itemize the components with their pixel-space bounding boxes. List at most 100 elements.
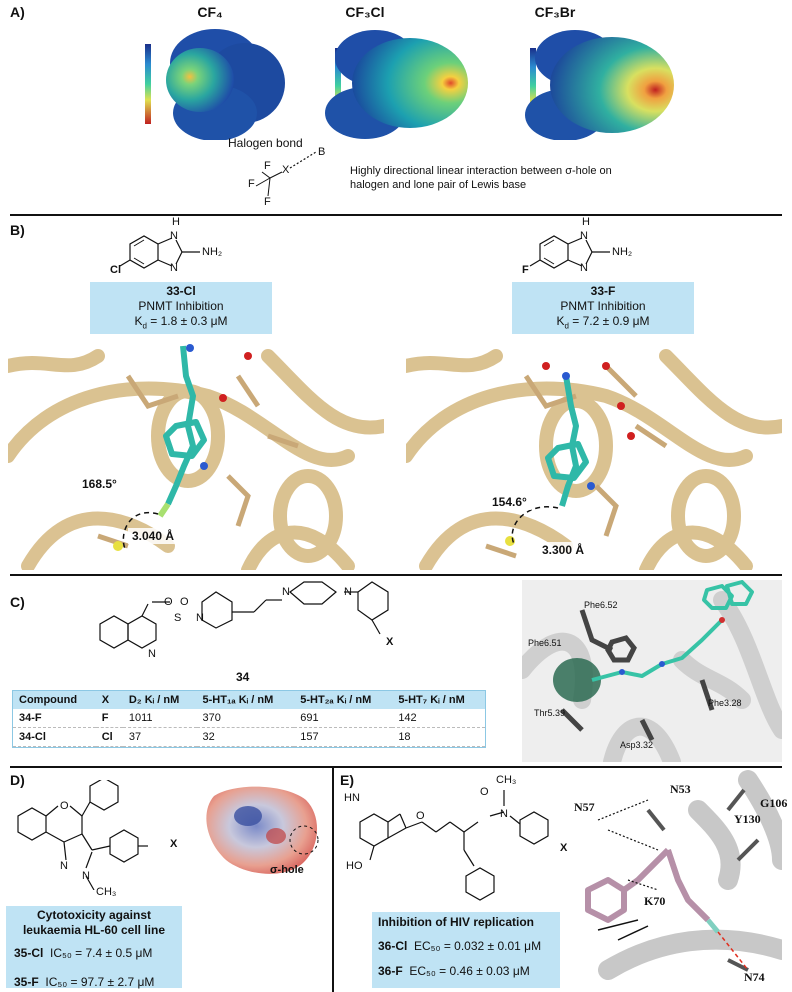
cf3cl-title: CF₃Cl <box>345 4 385 20</box>
ki-header-0: Compound <box>19 694 78 706</box>
35cl-row: 35-Cl IC₅₀ = 7.4 ± 0.5 μM <box>14 946 153 960</box>
panel-c-label: C) <box>10 594 25 610</box>
res-phe651: Phe6.51 <box>528 638 562 648</box>
table-cell: 34-F <box>19 712 42 724</box>
table-cell: 32 <box>202 731 215 743</box>
33cl-n2: N <box>170 262 178 274</box>
35-x: X <box>170 838 178 850</box>
table-cell: 1011 <box>128 712 153 724</box>
pnmt-33f-render <box>406 336 782 570</box>
esp-surface-35 <box>206 786 319 874</box>
33f-angle: 154.6° <box>488 494 531 510</box>
33f-substituent: F <box>522 264 529 276</box>
table-cell: 691 <box>300 712 319 724</box>
divider-b-c <box>10 574 782 576</box>
divider-a-b <box>10 214 782 216</box>
33f-n1: N <box>580 230 588 242</box>
table-cell: 157 <box>300 731 319 743</box>
36f-row: 36-F EC₅₀ = 0.46 ± 0.03 μM <box>378 964 530 978</box>
res-n57: N57 <box>574 800 595 814</box>
34-s: S <box>174 612 182 624</box>
34-o1: O <box>164 596 173 608</box>
table-cell: F <box>101 712 109 724</box>
36-ho: HO <box>346 860 363 872</box>
36-box-title: Inhibition of HIV replication <box>378 915 534 929</box>
hiv-protein-render <box>568 770 782 990</box>
mol-33f-structure <box>529 235 610 269</box>
35-o: O <box>60 800 69 812</box>
35-info-box: Cytotoxicity against leukaemia HL-60 cel… <box>6 906 182 989</box>
33f-kd: Kd = 7.2 ± 0.9 μM <box>556 314 650 331</box>
res-k70: K70 <box>644 894 666 908</box>
36cl-row: 36-Cl EC₅₀ = 0.032 ± 0.01 μM <box>378 939 542 953</box>
33cl-angle: 168.5° <box>78 476 121 492</box>
table-cell: 142 <box>398 712 417 724</box>
35-ch3: CH₃ <box>96 886 117 898</box>
36-n: N <box>500 808 508 820</box>
cf4-surface <box>166 29 285 140</box>
divider-d-e <box>332 766 334 992</box>
35-n2: N <box>82 870 90 882</box>
table-row: 34-F F 1011 370 691 142 <box>13 709 485 728</box>
ki-table: Compound X D₂ Kᵢ / nM 5-HT₁ₐ Kᵢ / nM 5-HT₂ₐ … <box>13 691 485 747</box>
divider-c-de <box>10 766 782 768</box>
res-n74: N74 <box>744 970 765 984</box>
cf4-title: CF₄ <box>197 4 223 20</box>
ki-header-3: 5-HT₁ₐ Kᵢ / nM <box>202 694 274 706</box>
33f-h: H <box>582 216 590 228</box>
receptor-34-render <box>522 580 782 762</box>
esp-scale-3 <box>530 48 536 124</box>
36-hn: HN <box>344 792 360 804</box>
36-o2: O <box>480 786 489 798</box>
ki-header-4: 5-HT₂ₐ Kᵢ / nM <box>300 694 372 706</box>
scheme-f2: F <box>248 178 255 190</box>
36-info-box: Inhibition of HIV replication 36-Cl EC₅₀… <box>372 912 560 988</box>
mol-36-structure <box>359 790 549 901</box>
ki-table-header-row: Compound X D₂ Kᵢ / nM 5-HT₁ₐ Kᵢ / nM 5-HT₂ₐ … <box>13 691 485 709</box>
33f-nh2: NH₂ <box>612 246 633 258</box>
halogen-bond-scheme <box>255 151 317 197</box>
ki-header-1: X <box>101 694 110 706</box>
scheme-f3: F <box>264 196 271 208</box>
res-g106: G106 <box>760 796 788 810</box>
cf3cl-surface <box>325 30 468 139</box>
mol-34-structure <box>99 581 389 649</box>
33cl-assay: PNMT Inhibition <box>138 299 224 313</box>
33cl-n1: N <box>170 230 178 242</box>
pnmt-33cl-render <box>8 336 384 570</box>
cf3br-title: CF₃Br <box>534 4 576 20</box>
ki-table-container: Compound X D₂ Kᵢ / nM 5-HT₁ₐ Kᵢ / nM 5-HT₂ₐ … <box>12 690 486 748</box>
34-o2: O <box>180 596 189 608</box>
35-box-title: Cytotoxicity against leukaemia HL-60 cel… <box>22 908 166 937</box>
panel-e-label: E) <box>340 772 354 788</box>
scheme-f1: F <box>264 160 271 172</box>
res-y130: Y130 <box>734 812 761 826</box>
panel-d-label: D) <box>10 772 25 788</box>
33f-compound: 33-F <box>590 284 616 298</box>
sigma-hole-label: σ-hole <box>270 864 304 876</box>
res-asp332: Asp3.32 <box>620 740 654 750</box>
scheme-x: X <box>282 164 290 176</box>
34-x: X <box>386 636 394 648</box>
ki-header-2: D₂ Kᵢ / nM <box>128 694 180 706</box>
33f-n2: N <box>580 262 588 274</box>
35-n1: N <box>60 860 68 872</box>
panel-b-label: B) <box>10 222 25 238</box>
ki-header-5: 5-HT₇ Kᵢ / nM <box>398 694 465 706</box>
33cl-kd: Kd = 1.8 ± 0.3 μM <box>134 314 228 331</box>
36-ch3: CH₃ <box>496 774 517 786</box>
34-number: 34 <box>236 670 250 684</box>
res-phe652: Phe6.52 <box>584 600 618 610</box>
mol-35-structure <box>17 780 148 890</box>
esp-scale-2 <box>335 48 341 124</box>
mol-33cl-structure <box>119 235 200 269</box>
33cl-compound: 33-Cl <box>166 284 196 298</box>
35f-row: 35-F IC₅₀ = 97.7 ± 2.7 μM <box>14 975 155 989</box>
table-cell: 370 <box>202 712 221 724</box>
esp-surfaces <box>145 29 674 140</box>
33f-distance: 3.300 Å <box>538 542 589 558</box>
33cl-distance: 3.040 Å <box>128 528 179 544</box>
33cl-nh2: NH₂ <box>202 246 223 258</box>
34-n3: N <box>344 586 352 598</box>
